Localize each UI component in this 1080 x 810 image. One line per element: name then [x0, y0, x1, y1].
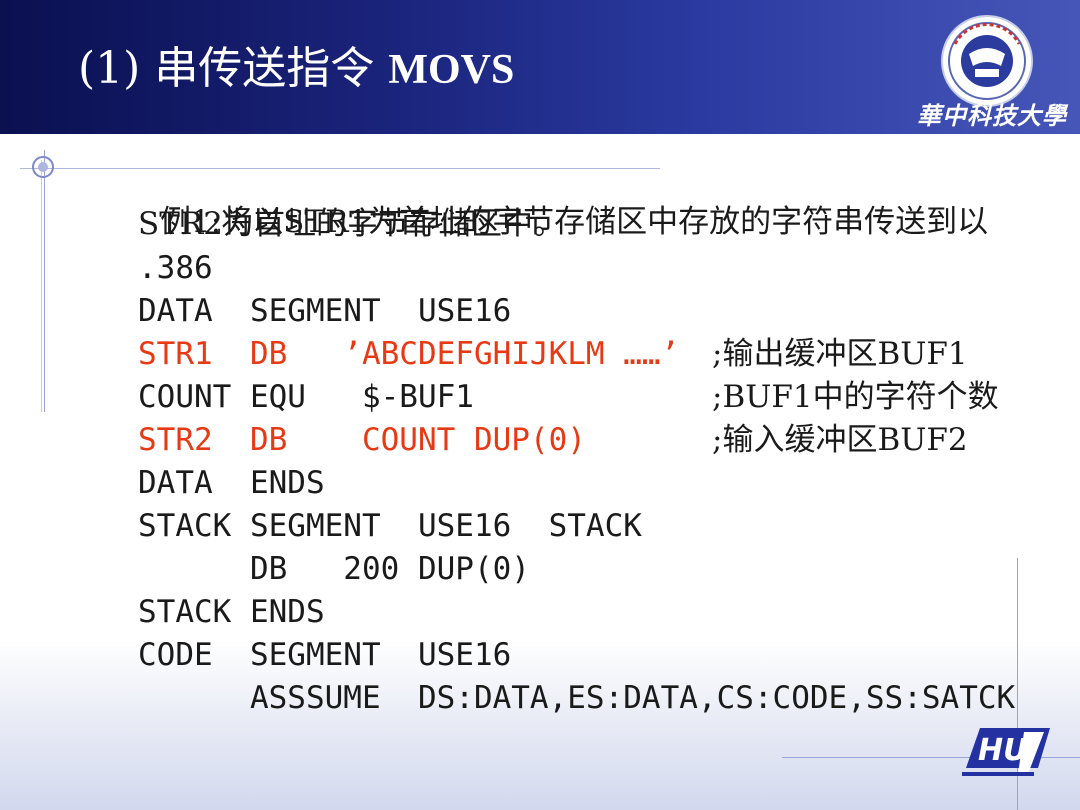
- decor-ring-icon: [32, 156, 54, 178]
- title-prefix: (1) 串传送指令: [78, 43, 375, 94]
- decor-line: [782, 757, 1080, 758]
- code-comment: ;输入缓冲区BUF2: [712, 422, 968, 458]
- code-line: STACK SEGMENT USE16 STACK: [138, 508, 642, 544]
- title-bar: (1) 串传送指令 MOVS 華中科技大學: [0, 0, 1080, 134]
- decor-line: [20, 168, 660, 169]
- university-seal-icon: [941, 15, 1033, 107]
- code-line: .386: [138, 250, 213, 286]
- example-line-2: STR2为首址的字节存储区中。: [138, 206, 564, 242]
- university-name: 華中科技大學: [917, 101, 1067, 130]
- code-line: DATA SEGMENT USE16: [138, 293, 512, 329]
- example-description: 将以STR1为首址的字节存储区中存放的字符串传送到以: [221, 204, 989, 240]
- example-label: 例1:: [159, 204, 222, 240]
- svg-text:HU: HU: [978, 733, 1027, 768]
- hust-logo-icon: HU: [962, 728, 1050, 776]
- code-line: DB 200 DUP(0): [138, 551, 530, 587]
- code-line-str2: STR2 DB COUNT DUP(0): [138, 422, 586, 458]
- example-line-1: 例1:将以STR1为首址的字节存储区中存放的字符串传送到以: [48, 162, 988, 282]
- decor-line: [41, 160, 42, 412]
- code-line: STACK ENDS: [138, 594, 325, 630]
- code-line: CODE SEGMENT USE16: [138, 637, 512, 673]
- code-line: COUNT EQU $-BUF1: [138, 379, 474, 415]
- code-line-assume: ASSSUME DS:DATA,ES:DATA,CS:CODE,SS:SATCK: [138, 680, 1016, 716]
- slide-title: (1) 串传送指令 MOVS: [78, 34, 514, 105]
- decor-line: [44, 150, 45, 412]
- code-line: DATA ENDS: [138, 465, 325, 501]
- code-line-str1: STR1 DB ’ABCDEFGHIJKLM ……’: [138, 336, 680, 372]
- title-mnemonic: MOVS: [388, 47, 515, 93]
- code-comment: ;BUF1中的字符个数: [712, 379, 999, 415]
- decor-line: [1017, 558, 1018, 810]
- code-comment: ;输出缓冲区BUF1: [712, 336, 968, 372]
